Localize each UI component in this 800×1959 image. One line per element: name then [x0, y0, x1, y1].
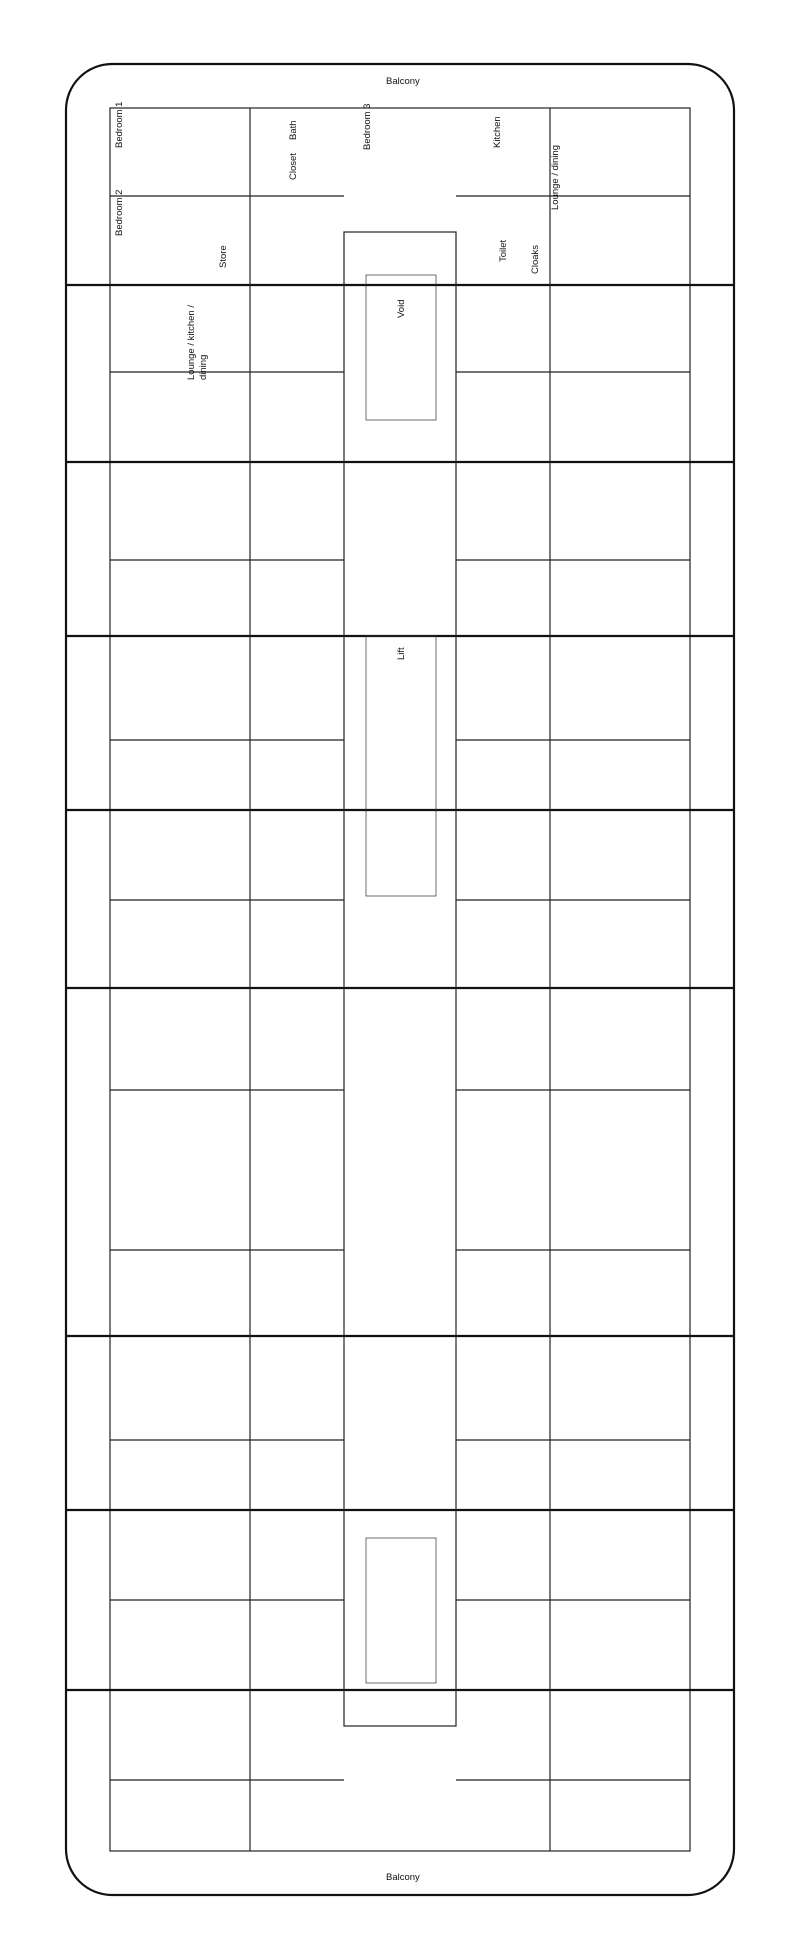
label-lift: Lift	[396, 647, 407, 660]
corridor	[343, 231, 457, 1727]
label-lounge-kitchen-1: Lounge / kitchen /	[186, 305, 197, 380]
interior-walls	[110, 108, 690, 1851]
label-closet: Closet	[288, 153, 299, 180]
label-store: Store	[218, 245, 229, 268]
void-bottom	[365, 1537, 437, 1684]
label-kitchen: Kitchen	[492, 116, 503, 148]
label-bedroom-3: Bedroom 3	[362, 104, 373, 150]
label-bedroom-2: Bedroom 2	[114, 190, 125, 236]
building-core	[109, 107, 691, 1852]
label-balcony-top: Balcony	[386, 76, 420, 87]
label-cloaks: Cloaks	[530, 245, 541, 274]
label-lounge-dining: Lounge / dining	[550, 145, 561, 210]
label-lounge-kitchen-2: dining	[198, 355, 209, 380]
building-outline	[64, 62, 736, 1897]
label-toilet: Toilet	[498, 239, 509, 262]
void-mid	[365, 635, 437, 897]
label-bedroom-1: Bedroom 1	[114, 102, 125, 148]
label-balcony-bottom: Balcony	[386, 1872, 420, 1883]
void-top	[365, 274, 437, 421]
dividers	[66, 283, 734, 1692]
label-void: Void	[396, 300, 407, 319]
label-bath: Bath	[288, 120, 299, 140]
